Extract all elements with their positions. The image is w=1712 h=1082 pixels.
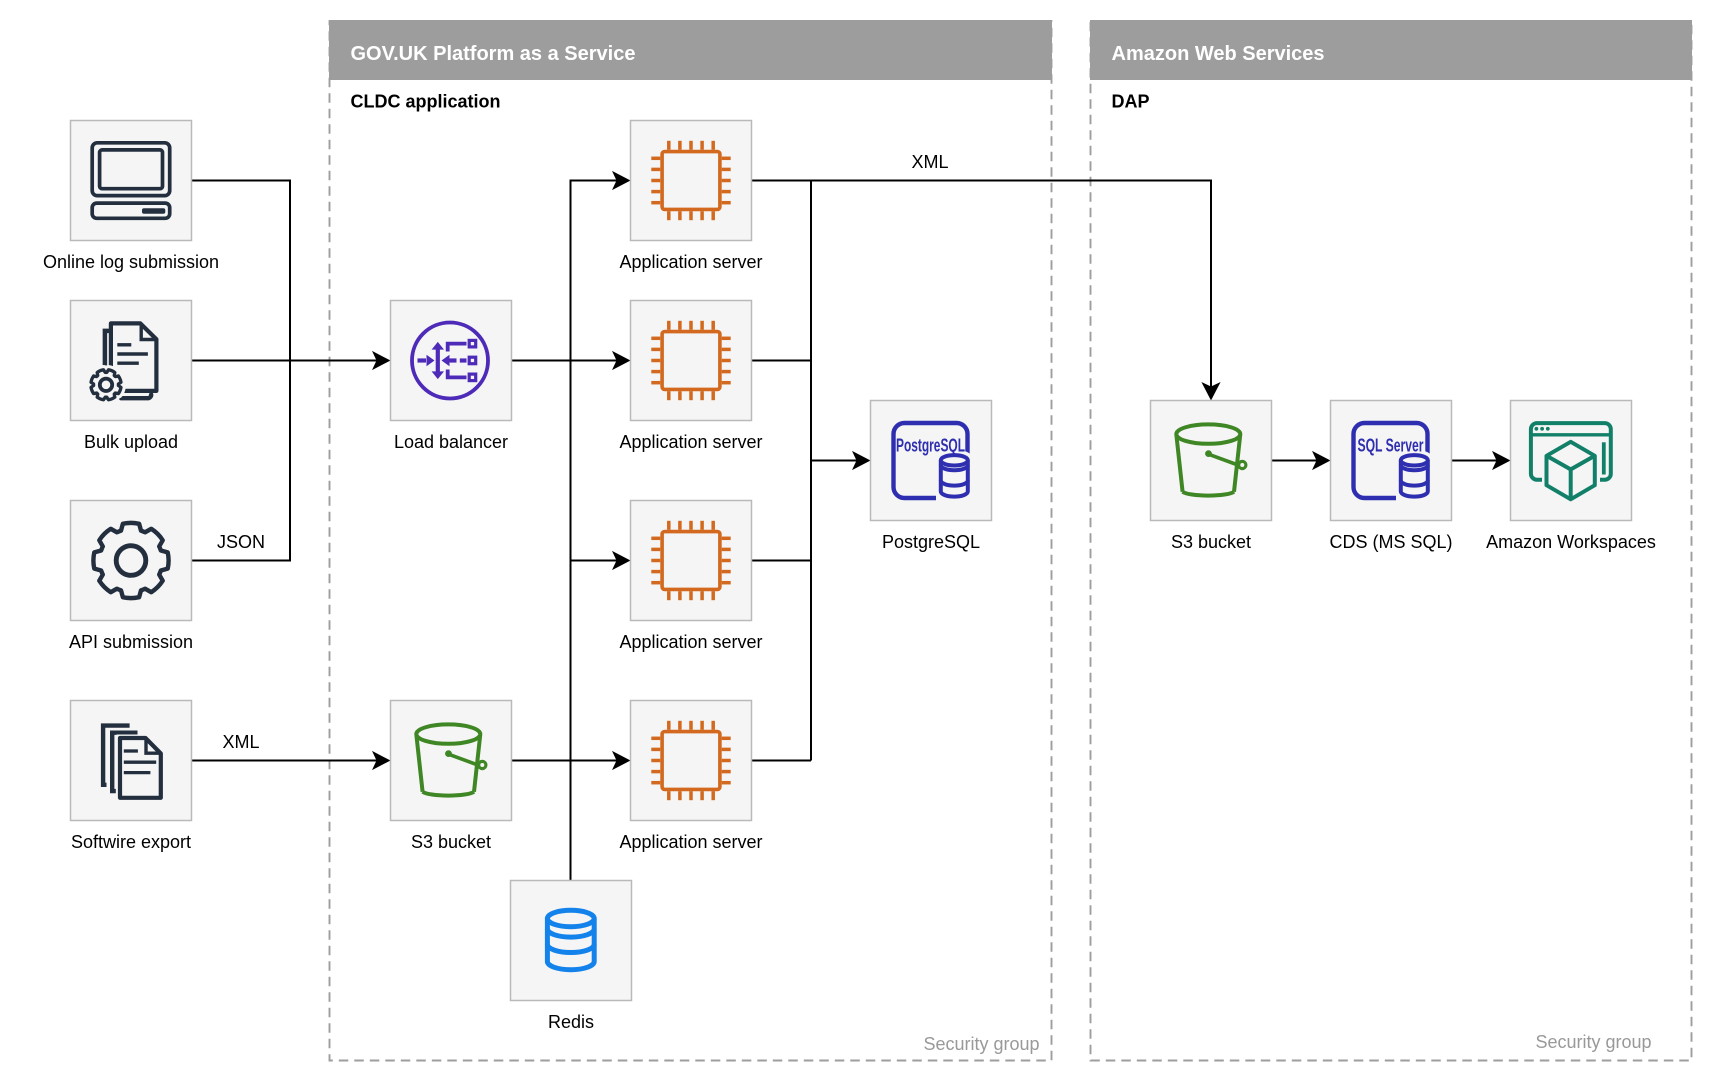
- svg-text:API submission: API submission: [69, 632, 193, 652]
- svg-text:S3 bucket: S3 bucket: [1171, 532, 1251, 552]
- svg-text:XML: XML: [222, 732, 259, 752]
- svg-text:PostgreSQL: PostgreSQL: [896, 436, 965, 456]
- svg-text:Bulk upload: Bulk upload: [84, 432, 178, 452]
- svg-text:SQL Server: SQL Server: [1358, 436, 1424, 456]
- svg-text:Security group: Security group: [1535, 1032, 1651, 1052]
- svg-text:Softwire export: Softwire export: [71, 832, 191, 852]
- svg-text:Redis: Redis: [548, 1012, 594, 1032]
- svg-text:Application server: Application server: [619, 252, 762, 272]
- svg-text:Application server: Application server: [619, 832, 762, 852]
- svg-text:Amazon Workspaces: Amazon Workspaces: [1486, 532, 1656, 552]
- svg-text:GOV.UK Platform as a Service: GOV.UK Platform as a Service: [351, 43, 636, 65]
- svg-text:CDS (MS SQL): CDS (MS SQL): [1329, 532, 1452, 552]
- svg-text:PostgreSQL: PostgreSQL: [882, 532, 980, 552]
- svg-text:S3 bucket: S3 bucket: [411, 832, 491, 852]
- svg-text:Security group: Security group: [923, 1034, 1039, 1054]
- svg-text:Load balancer: Load balancer: [394, 432, 508, 452]
- svg-text:Application server: Application server: [619, 432, 762, 452]
- svg-text:Application server: Application server: [619, 632, 762, 652]
- svg-text:Online log submission: Online log submission: [43, 252, 219, 272]
- svg-text:DAP: DAP: [1112, 92, 1150, 112]
- svg-text:Amazon Web Services: Amazon Web Services: [1112, 43, 1325, 65]
- svg-text:XML: XML: [911, 152, 948, 172]
- svg-text:CLDC application: CLDC application: [351, 92, 501, 112]
- svg-text:JSON: JSON: [217, 532, 265, 552]
